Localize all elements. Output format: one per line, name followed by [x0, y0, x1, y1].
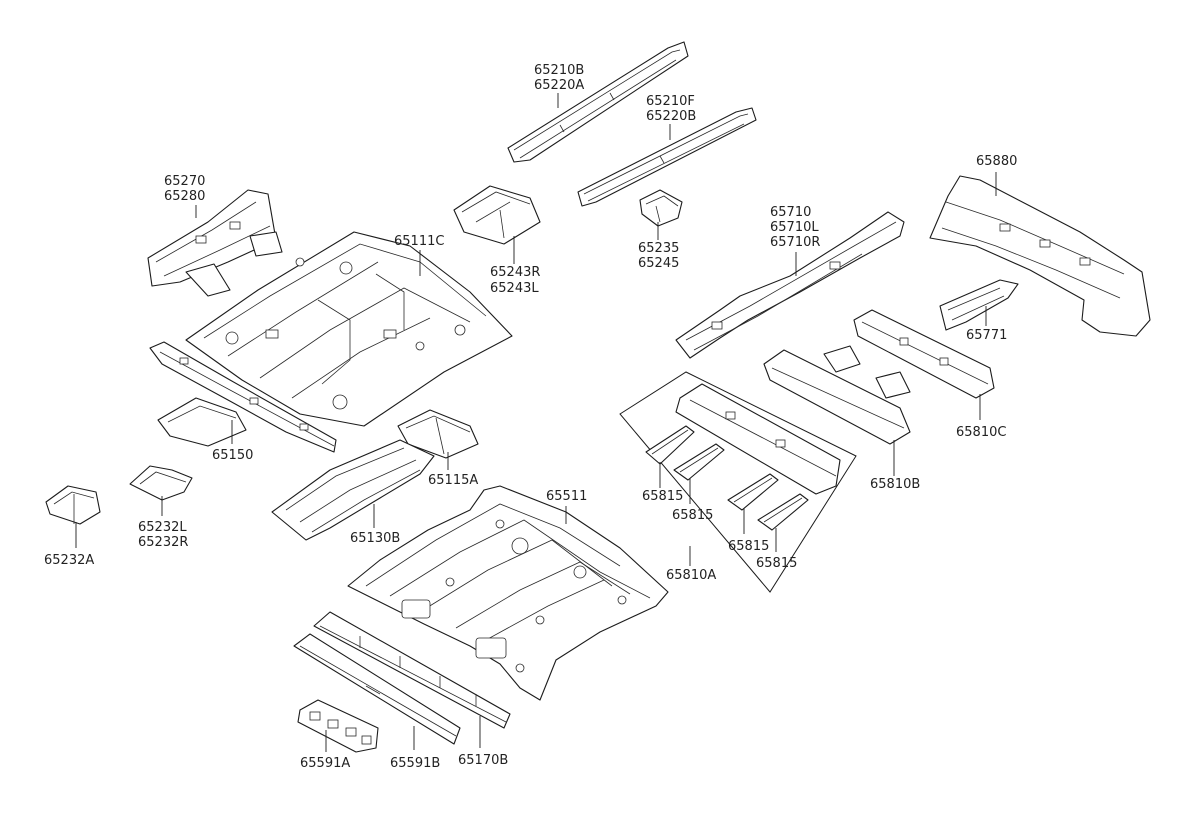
- label-65815-b: 65815: [672, 508, 713, 523]
- label-65810C: 65810C: [956, 425, 1006, 440]
- part-65270-bracket: [147, 189, 283, 297]
- part-65810C-crossmember: [853, 309, 995, 399]
- label-65210F: 65210F: [646, 94, 695, 109]
- label-65810A: 65810A: [666, 568, 716, 583]
- label-65771: 65771: [966, 328, 1007, 343]
- label-65710R: 65710R: [770, 235, 820, 250]
- part-65170B-crossmember: [313, 611, 511, 729]
- label-65220A: 65220A: [534, 78, 584, 93]
- label-65880: 65880: [976, 154, 1017, 169]
- part-65150-rail: [149, 341, 337, 453]
- part-65771-bracket: [939, 279, 1019, 331]
- part-65111C-front-floor: [185, 231, 513, 427]
- part-65810A-assembly: [675, 383, 841, 495]
- label-65815-c: 65815: [728, 539, 769, 554]
- part-65815-bracket-c: [727, 473, 779, 511]
- label-65591A: 65591A: [300, 756, 350, 771]
- label-65232A: 65232A: [44, 553, 94, 568]
- label-65511: 65511: [546, 489, 587, 504]
- label-65130B: 65130B: [350, 531, 400, 546]
- label-65111C: 65111C: [394, 234, 444, 249]
- label-65115A: 65115A: [428, 473, 478, 488]
- label-65710L: 65710L: [770, 220, 819, 235]
- label-65243R: 65243R: [490, 265, 540, 280]
- label-65270: 65270: [164, 174, 205, 189]
- part-65235-bracket: [639, 189, 683, 227]
- part-65232A-bracket: [45, 485, 101, 525]
- label-65220B: 65220B: [646, 109, 696, 124]
- label-65232R: 65232R: [138, 535, 188, 550]
- part-65511-rear-floor: [347, 485, 669, 701]
- part-65710-rail: [675, 211, 905, 359]
- part-65815-bracket-a: [645, 425, 695, 465]
- part-65210F-rail: [577, 107, 757, 207]
- part-65810B-crossmember: [763, 345, 911, 445]
- part-65591B-member: [293, 633, 461, 745]
- part-65810A-group-frame: [619, 371, 857, 593]
- part-65880-rear-member: [929, 175, 1151, 337]
- label-65280: 65280: [164, 189, 205, 204]
- part-65210B-rail: [507, 41, 689, 163]
- label-65243L: 65243L: [490, 281, 539, 296]
- label-65710: 65710: [770, 205, 811, 220]
- part-65815-bracket-b: [673, 443, 725, 481]
- part-65115A-bracket: [397, 409, 479, 459]
- label-65150: 65150: [212, 448, 253, 463]
- part-65815-bracket-d: [757, 493, 809, 531]
- label-65591B: 65591B: [390, 756, 440, 771]
- part-65591A-plate: [297, 699, 379, 753]
- label-65232L: 65232L: [138, 520, 187, 535]
- label-65235: 65235: [638, 241, 679, 256]
- label-65810B: 65810B: [870, 477, 920, 492]
- part-65130B-panel: [271, 439, 435, 541]
- label-65170B: 65170B: [458, 753, 508, 768]
- part-65243R-bracket: [453, 185, 541, 245]
- label-65245: 65245: [638, 256, 679, 271]
- label-65210B: 65210B: [534, 63, 584, 78]
- label-65815-d: 65815: [756, 556, 797, 571]
- part-65232L-bracket: [129, 465, 193, 501]
- label-65815-a: 65815: [642, 489, 683, 504]
